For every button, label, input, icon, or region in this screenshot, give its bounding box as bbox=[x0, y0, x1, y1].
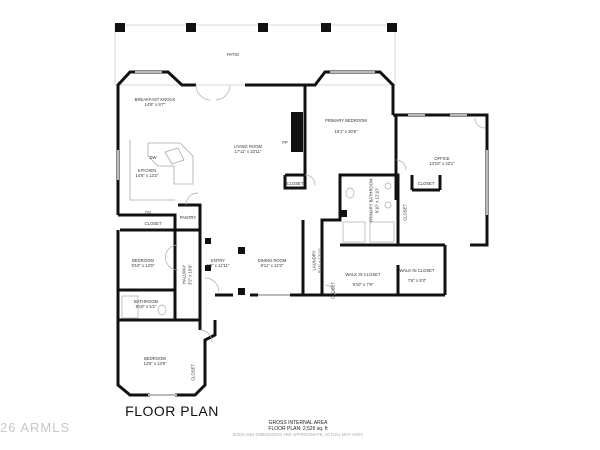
room-walk-in-closet-1-dims: 9'10" x 7'9" bbox=[352, 282, 374, 287]
room-patio-label: PATIO bbox=[227, 52, 239, 57]
windows bbox=[117, 71, 488, 396]
gross-internal-area-label: GROSS INTERNAL AREA bbox=[268, 420, 328, 426]
room-breakfast-nook-dims: 14'6" x 9'7" bbox=[144, 102, 166, 107]
doors bbox=[165, 84, 486, 343]
room-office-dims: 14'10" x 22'1" bbox=[429, 161, 455, 166]
room-bedroom-2-label: BEDROOM bbox=[132, 258, 154, 263]
room-walk-in-closet-2-dims: 7'6" x 9'3" bbox=[407, 278, 427, 283]
fireplace-label: FP bbox=[282, 140, 288, 145]
closet-office-label: CLOSET bbox=[417, 181, 435, 186]
room-entry-label: ENTRY bbox=[210, 258, 226, 263]
floor-plan-title: FLOOR PLAN bbox=[125, 403, 219, 419]
room-entry-dims: 6'8" x 12'11" bbox=[206, 263, 230, 268]
oven-label: OV bbox=[144, 210, 152, 215]
closet-bedroom-label: CLOSET bbox=[190, 364, 196, 381]
disclaimer: SIZES AND DIMENSIONS ARE APPROXIMATE, AC… bbox=[232, 432, 364, 437]
dishwasher-label: DW bbox=[149, 155, 157, 160]
room-primary-bedroom-label: PRIMARY BEDROOM bbox=[325, 118, 367, 123]
fireplace bbox=[291, 112, 303, 152]
bath-fixtures bbox=[121, 182, 395, 319]
room-primary-bathroom-dims: 9'10" x 12'10" bbox=[374, 187, 380, 214]
room-living-label: LIVING ROOM bbox=[234, 144, 262, 149]
room-kitchen-label: KITCHEN bbox=[137, 168, 157, 173]
closet-laundry-label: CLOSET bbox=[330, 282, 336, 299]
room-primary-bathroom-label: PRIMARY BATHROOM bbox=[368, 178, 374, 223]
watermark: 26 ARMLS bbox=[0, 420, 71, 435]
room-bedroom-3-dims: 14'6" x 13'9" bbox=[143, 361, 167, 366]
room-laundry-label: LAUNDRY bbox=[311, 250, 317, 271]
room-walk-in-closet-2-label: WALK IN CLOSET bbox=[399, 268, 435, 273]
room-bedroom-2-dims: 9'10" x 13'0" bbox=[131, 263, 155, 268]
room-bathroom-dims: 9'10" x 5'2" bbox=[135, 304, 157, 309]
room-dining-dims: 9'11" x 12'3" bbox=[260, 263, 284, 268]
room-bathroom-label: BATHROOM bbox=[134, 299, 158, 304]
room-office-label: OFFICE bbox=[434, 156, 450, 161]
floor-area-value: FLOOR PLAN: 2,526 sq. ft bbox=[268, 426, 328, 432]
closet-kitchen-label: CLOSET bbox=[144, 221, 162, 226]
pantry-label: PANTRY bbox=[179, 215, 197, 220]
columns bbox=[205, 210, 347, 295]
room-hallway-dims: 3'2" x 16'9" bbox=[187, 264, 193, 285]
room-living-dims: 17'11" x 23'11" bbox=[234, 149, 262, 154]
room-laundry-dims: 5'11" x 12'11" bbox=[317, 248, 323, 273]
patio-columns bbox=[115, 23, 397, 32]
closet-living-label: CLOSET bbox=[286, 181, 304, 186]
room-hallway-label: HALLWAY bbox=[181, 264, 187, 285]
room-bedroom-3-label: BEDROOM bbox=[144, 356, 166, 361]
room-walk-in-closet-1-label: WALK IN CLOSET bbox=[345, 272, 381, 277]
room-primary-bedroom-dims: 16'1" x 20'8" bbox=[334, 129, 358, 134]
kitchen-island bbox=[129, 140, 194, 201]
room-breakfast-nook-label: BREAKFAST KNOCK bbox=[134, 97, 176, 102]
room-dining-label: DINING ROOM bbox=[257, 258, 287, 263]
room-kitchen-dims: 14'6" x 13'2" bbox=[135, 173, 159, 178]
closet-bath-label: CLOSET bbox=[402, 204, 408, 221]
patio bbox=[114, 24, 396, 86]
